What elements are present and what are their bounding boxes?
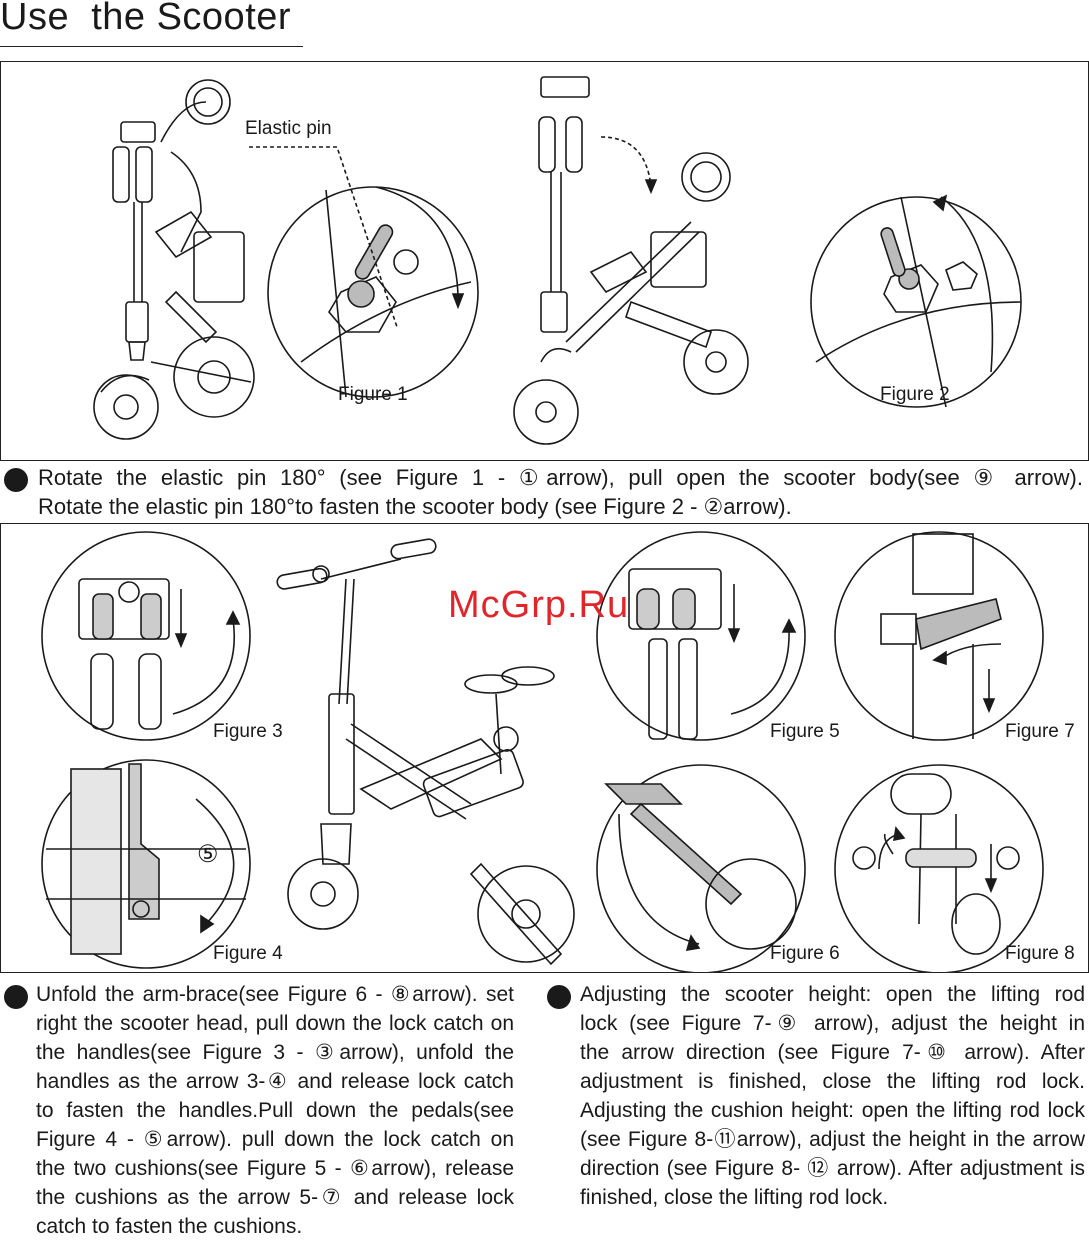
figure7-label: Figure 7 xyxy=(1005,721,1075,742)
figure7-detail xyxy=(834,531,1044,741)
figure4-arrow-number: ⑤ xyxy=(197,841,219,868)
bullet-icon xyxy=(547,985,571,1009)
page-title: Use the Scooter xyxy=(0,0,292,38)
instruction-adjust-line: adjustment is finished, close the liftin… xyxy=(580,1070,1085,1093)
instruction-adjust-line: Adjusting the scooter height: open the l… xyxy=(580,983,1085,1006)
center-scooter-drawing xyxy=(276,538,575,966)
fold-illustration xyxy=(93,76,1022,445)
instruction-unfold-line: the handles(see Figure 3 - ③arrow), unfo… xyxy=(36,1041,514,1064)
fold-illustration-panel: Elastic pin Figure 1 Figure 2 xyxy=(0,61,1089,461)
figure8-detail xyxy=(834,764,1044,972)
instruction-adjust-line: (see Figure 8-⑪arrow), adjust the height… xyxy=(580,1128,1085,1151)
title-underline xyxy=(0,46,303,47)
unfold-illustration xyxy=(41,531,1044,972)
instruction-unfold-line: the two cushions(see Figure 5 - ⑥arrow),… xyxy=(36,1157,514,1180)
figure6-detail xyxy=(596,764,806,972)
figure4-detail xyxy=(41,759,251,969)
instruction-unfold-line: handles as the arrow 3-④ and release loc… xyxy=(36,1070,514,1093)
figure3-label: Figure 3 xyxy=(213,721,283,742)
figure8-label: Figure 8 xyxy=(1005,943,1075,964)
watermark: McGrp.Ru xyxy=(448,584,630,626)
instruction-unfold-line: Figure 4 - ⑤arrow). pull down the lock c… xyxy=(36,1128,514,1151)
instruction-fold-line1: Rotate the elastic pin 180° (see Figure … xyxy=(38,465,1083,490)
figure1-detail xyxy=(267,186,479,398)
instruction-adjust-line: direction (see Figure 8- ⑫ arrow). After… xyxy=(580,1157,1085,1180)
figure2-label: Figure 2 xyxy=(880,384,950,405)
instruction-unfold: Unfold the arm-brace(see Figure 6 - ⑧arr… xyxy=(36,980,514,1241)
instruction-unfold-line: Unfold the arm-brace(see Figure 6 - ⑧arr… xyxy=(36,983,514,1006)
figure5-label: Figure 5 xyxy=(770,721,840,742)
instruction-fold-line2: Rotate the elastic pin 180°to fasten the… xyxy=(38,494,792,519)
bullet-icon xyxy=(4,468,28,492)
figure4-label: Figure 4 xyxy=(213,943,283,964)
instruction-unfold-line: right the scooter head, pull down the lo… xyxy=(36,1012,514,1035)
instruction-unfold-line: catch to fasten the cushions. xyxy=(36,1215,303,1238)
instruction-unfold-line: to fasten the handles.Pull down the peda… xyxy=(36,1099,514,1122)
folded-scooter-drawing xyxy=(93,79,255,440)
instruction-adjust: Adjusting the scooter height: open the l… xyxy=(580,980,1085,1212)
instruction-adjust-line: Adjusting the cushion height: open the l… xyxy=(580,1099,1085,1122)
figure3-detail xyxy=(41,531,251,741)
instruction-adjust-line: finished, close the lifting rod lock. xyxy=(580,1186,889,1209)
figure2-detail xyxy=(810,194,1022,408)
unfold-illustration-panel: Figure 3 Figure 4 Figure 5 Figure 6 Figu… xyxy=(0,523,1089,973)
unfolded-scooter-drawing xyxy=(513,76,749,445)
instruction-fold: Rotate the elastic pin 180° (see Figure … xyxy=(38,463,1083,521)
elastic-pin-label: Elastic pin xyxy=(245,118,332,139)
instruction-adjust-line: lock (see Figure 7-⑨ arrow), adjust the … xyxy=(580,1012,1085,1035)
instruction-unfold-line: the cushions as the arrow 5-⑦ and releas… xyxy=(36,1186,514,1209)
figure1-label: Figure 1 xyxy=(338,384,408,405)
instruction-adjust-line: the arrow direction (see Figure 7-⑩ arro… xyxy=(580,1041,1085,1064)
bullet-icon xyxy=(4,985,28,1009)
figure5-detail xyxy=(596,531,806,741)
figure6-label: Figure 6 xyxy=(770,943,840,964)
